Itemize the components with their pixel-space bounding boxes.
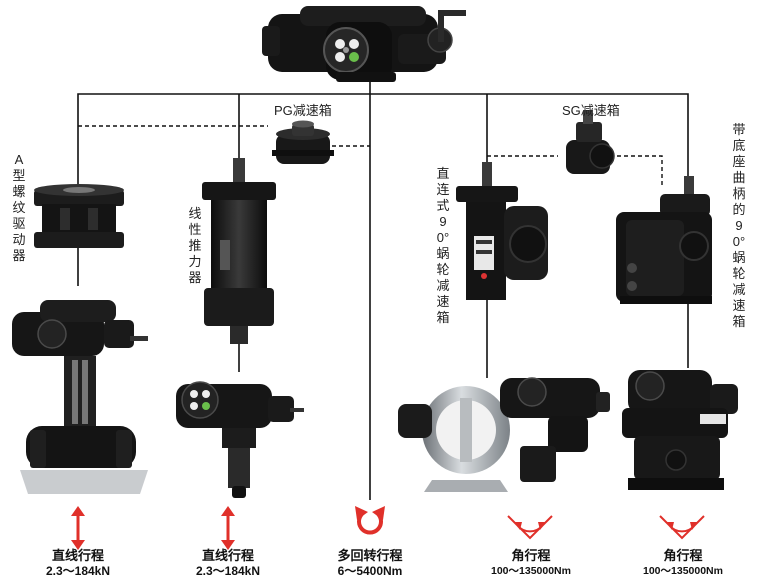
linear-motion-arrow-1 [71, 506, 85, 550]
base-crank-worm-gear-label: 带底座曲柄的90°蜗轮减速箱 [732, 122, 746, 329]
butterfly-valve-actuator-image [398, 377, 610, 492]
pg-gearbox-image [272, 120, 334, 164]
caption-range: 6～5400Nm [337, 564, 403, 578]
linear-thruster-image [202, 158, 276, 344]
linear-motion-arrow-2 [221, 506, 235, 550]
multiturn-rotation-arrow [355, 506, 385, 535]
a-thread-drive-label: A型螺纹驱动器 [12, 152, 26, 263]
caption-title: 直线行程 [51, 548, 104, 563]
base-crank-worm-gear-image [616, 176, 712, 304]
caption-title: 多回转行程 [337, 548, 403, 563]
pg-gearbox-label: PG减速箱 [274, 103, 332, 118]
caption-range: 2.3～184kN [45, 564, 111, 578]
caption-quarter-turn-2: 角行程 100～135000Nm [628, 548, 738, 579]
caption-title: 直线行程 [201, 548, 254, 563]
caption-multiturn: 多回转行程 6～5400Nm [320, 548, 420, 579]
caption-linear-1: 直线行程 2.3～184kN [28, 548, 128, 579]
main-actuator-image [262, 6, 466, 82]
linear-valve-actuator-image [12, 300, 148, 494]
caption-linear-2: 直线行程 2.3～184kN [178, 548, 278, 579]
multiturn-thruster-actuator-image [176, 381, 304, 498]
direct-worm-gear-image [456, 162, 548, 300]
caption-quarter-turn-1: 角行程 100～135000Nm [476, 548, 586, 579]
a-thread-drive-image [34, 184, 124, 248]
caption-title: 角行程 [663, 548, 703, 563]
dashed-connectors [78, 125, 663, 188]
sg-gearbox-label: SG减速箱 [562, 103, 620, 118]
linear-thruster-label: 线性推力器 [188, 206, 202, 285]
sg-gearbox-image [566, 110, 615, 174]
caption-range: 100～135000Nm [643, 565, 723, 577]
caption-title: 角行程 [511, 548, 551, 563]
quarter-turn-angle-icon-1 [507, 515, 553, 540]
caption-range: 100～135000Nm [491, 565, 571, 577]
caption-range: 2.3～184kN [195, 564, 261, 578]
direct-worm-gear-label: 直连式90°蜗轮减速箱 [436, 166, 450, 325]
quarter-turn-angle-icon-2 [659, 515, 705, 540]
quarter-turn-actuator-image [622, 370, 738, 490]
